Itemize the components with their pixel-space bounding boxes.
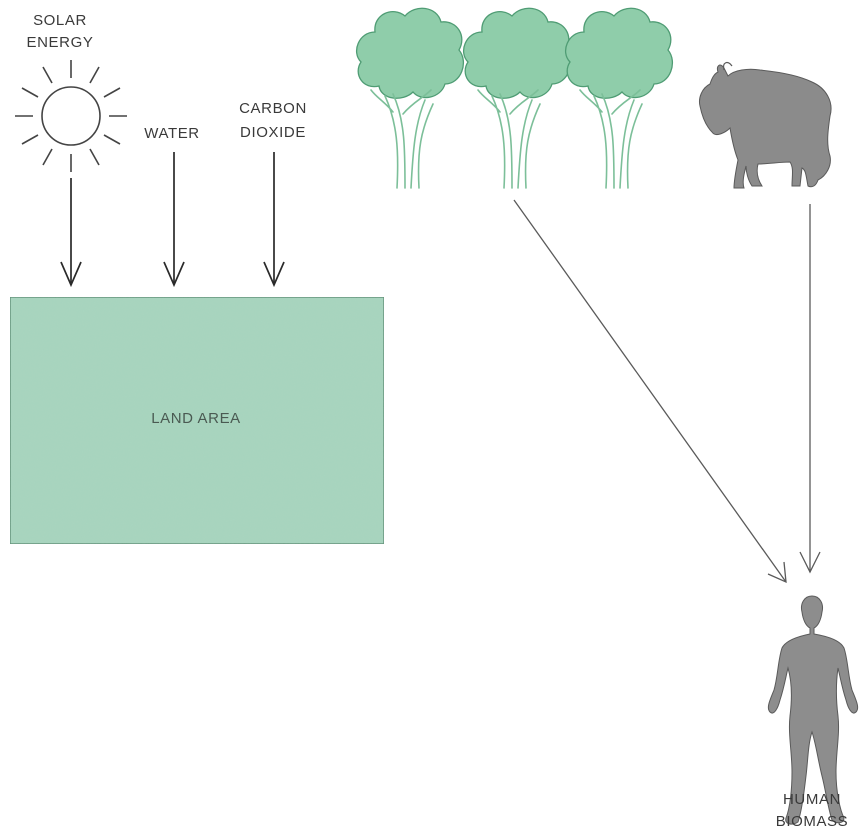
water-arrow — [163, 152, 185, 288]
land-area-box — [9, 296, 385, 545]
sun-icon — [15, 60, 127, 172]
goat-to-human-arrow — [799, 204, 821, 574]
solar-arrow — [60, 178, 82, 288]
carbon-dioxide-arrow — [263, 152, 285, 288]
trees-to-human-arrow — [513, 199, 787, 584]
land-area-label: LAND AREA — [151, 410, 241, 427]
mountain-goat-icon — [699, 61, 832, 189]
human-figure-icon — [767, 595, 859, 825]
carbon-dioxide-label-line2: DIOXIDE — [240, 124, 306, 141]
solar-energy-label-line1: SOLAR — [33, 12, 87, 29]
water-label: WATER — [144, 125, 200, 142]
tree-icon — [463, 7, 571, 189]
human-biomass-label-line2: BIOMASS — [776, 813, 849, 830]
carbon-dioxide-label-line1: CARBON — [239, 100, 307, 117]
human-biomass-label-line1: HUMAN — [783, 791, 841, 808]
solar-energy-label-line2: ENERGY — [27, 34, 94, 51]
tree-icon — [565, 7, 673, 189]
tree-icon — [356, 7, 464, 189]
